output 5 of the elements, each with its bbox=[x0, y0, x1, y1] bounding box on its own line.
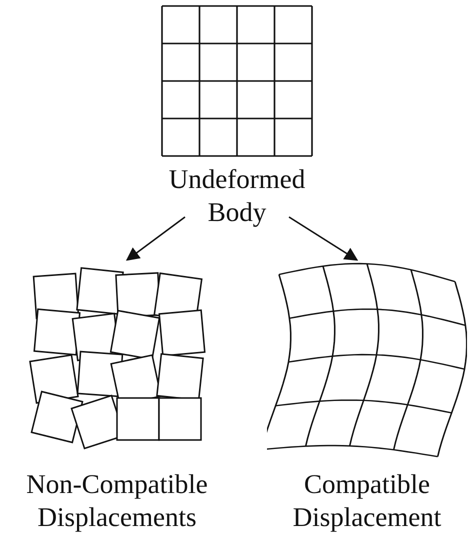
caption-text: Undeformed Body bbox=[168, 163, 306, 229]
arrow bbox=[126, 216, 186, 261]
caption-text: Non-Compatible Displacements bbox=[25, 468, 209, 534]
caption-text: Compatible Displacement bbox=[292, 468, 442, 534]
arrow bbox=[288, 216, 358, 261]
